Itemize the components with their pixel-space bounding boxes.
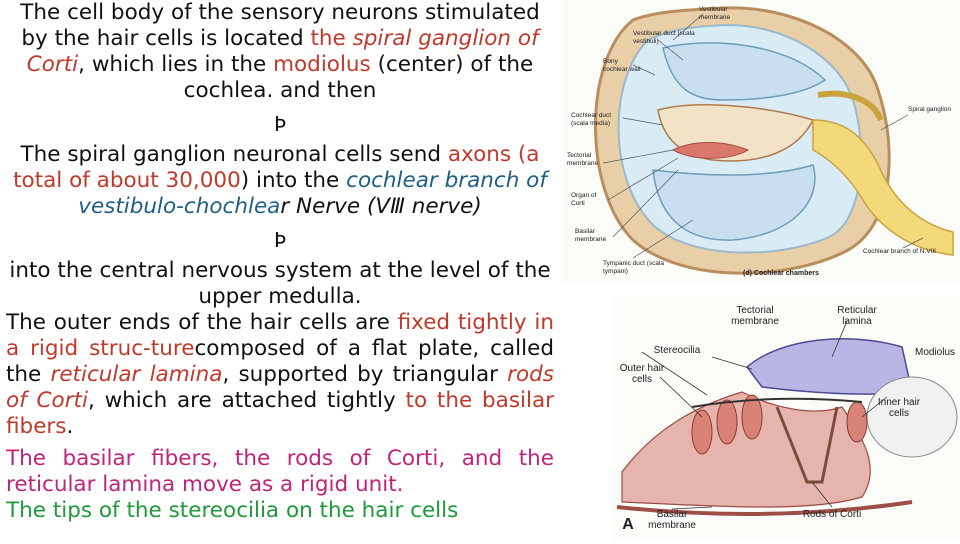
label-spiral-ganglion: Spiral ganglion xyxy=(908,106,952,113)
label-inner-hair-cells: Inner hair cells xyxy=(877,397,921,419)
text-run: composed of a flat plate, called the xyxy=(6,336,554,387)
text-run: , which lies in the xyxy=(78,52,274,77)
text-run-highlight: axons (a total of about 30,000 xyxy=(13,142,540,193)
text-run: r Nerve (VⅢ nerve) xyxy=(280,194,482,219)
paragraph-cns: into the central nervous system at the l… xyxy=(9,258,551,309)
text-run-highlight: rods of Corti xyxy=(6,362,554,413)
text-run-highlight: cochlear branch of vestibulo-chochlea xyxy=(78,168,547,219)
label-tectorial-membrane: Tectorial membrane xyxy=(567,152,599,167)
label-vestibular-membrane: Vestibular membrane xyxy=(699,6,731,21)
down-arrow-icon: Þ xyxy=(273,112,287,136)
label-basilar-membrane: Basilar membrane xyxy=(575,228,607,243)
label-rods-of-corti: Rods of Corti xyxy=(802,509,862,520)
text-run-highlight: spiral ganglion of Corti xyxy=(26,26,539,77)
label-cochlear-duct: Cochlear duct (scala media) xyxy=(571,112,612,127)
text-run: . xyxy=(66,414,74,439)
text-run: The outer ends of the hair cells are xyxy=(6,310,398,335)
down-arrow-icon: Þ xyxy=(273,228,287,252)
paragraph-spiral-ganglion: The spiral ganglion neuronal cells send … xyxy=(6,142,554,220)
label-bony-cochlear-wall: Bony cochlear wall xyxy=(603,58,641,73)
label-outer-hair-cells: Outer hair cells xyxy=(619,363,665,385)
text-run-highlight: to the basilar fibers xyxy=(6,388,554,439)
label-basilar-membrane: Basilar membrane xyxy=(648,509,696,531)
text-run: ) into the xyxy=(240,168,347,193)
figure-cochlear-chambers: Vestibular membrane Vestibular duct (sca… xyxy=(563,0,960,283)
label-reticular-lamina: Reticular lamina xyxy=(837,305,877,327)
cochlea-diagram xyxy=(594,6,954,275)
text-run-highlight: fixed tightly in a rigid struc-ture xyxy=(6,310,554,361)
label-stereocilia: Stereocilia xyxy=(653,345,701,356)
text-run: , which are attached tightly xyxy=(87,388,406,413)
paragraph-stereocilia: The tips of the stereocilia on the hair … xyxy=(6,498,459,523)
text-run-highlight: the xyxy=(310,26,353,51)
label-tectorial-membrane: Tectorial membrane xyxy=(731,305,779,327)
label-modiolus: Modiolus xyxy=(914,347,956,358)
label-organ-of-corti: Organ of Corti xyxy=(571,192,597,207)
label-cochlear-branch: Cochlear branch of N.VIII xyxy=(863,248,936,255)
paragraph-outer-ends: The outer ends of the hair cells are fix… xyxy=(6,310,554,440)
label-tympanic-duct: Tympanic duct (scala tympani) xyxy=(603,260,665,275)
paragraph-rigid-unit: The basilar fibers, the rods of Corti, a… xyxy=(6,446,554,497)
organ-of-corti-diagram xyxy=(616,320,958,516)
figure-caption: (d) Cochlear chambers xyxy=(743,270,819,277)
text-run: , supported by triangular xyxy=(222,362,508,387)
text-run: The cell body of the sensory neurons sti… xyxy=(20,0,540,51)
label-vestibular-duct: Vestibular duct (scala vestibuli) xyxy=(633,30,695,45)
slide-text: The cell body of the sensory neurons sti… xyxy=(6,0,554,540)
paragraph-cell-body: The cell body of the sensory neurons sti… xyxy=(6,0,554,104)
text-run-highlight: modiolus xyxy=(273,52,371,77)
text-run: (center) of the cochlea. and then xyxy=(183,52,534,103)
text-run-highlight: reticular lamina xyxy=(50,362,223,387)
figure-organ-of-corti: Tectorial membrane Reticular lamina Ster… xyxy=(612,297,960,540)
text-run: The spiral ganglion neuronal cells send xyxy=(20,142,448,167)
panel-letter: A xyxy=(622,516,634,533)
